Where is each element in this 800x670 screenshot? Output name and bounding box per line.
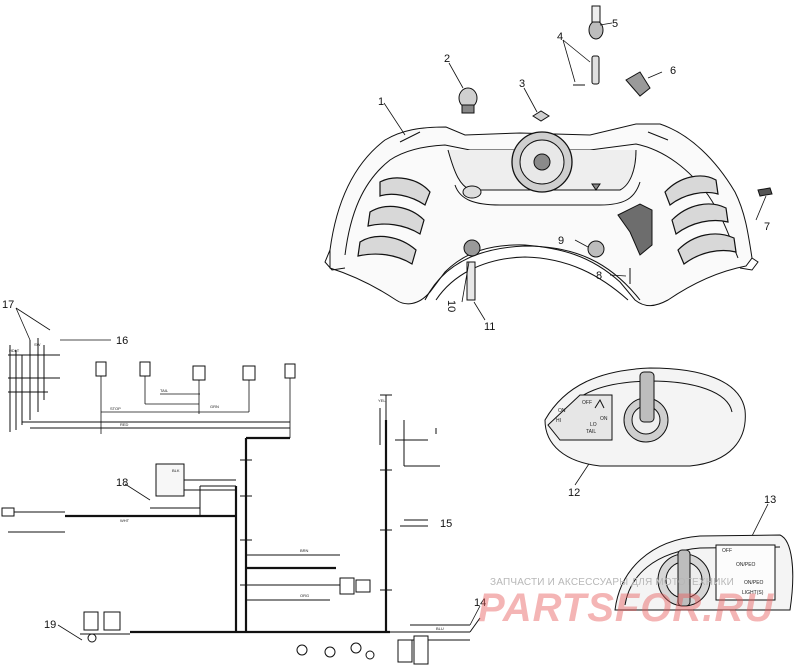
callout-16: 16 <box>116 335 128 347</box>
label13-on-peo: ON/PEO <box>736 562 756 568</box>
tag-brn: BRN <box>300 548 309 553</box>
tag-stop: STOP <box>110 406 121 411</box>
callout-7: 7 <box>764 221 770 233</box>
loose-parts <box>458 5 773 301</box>
label-on-2: ON <box>600 416 608 422</box>
callout-14: 14 <box>474 597 486 609</box>
leader-lines <box>15 22 769 641</box>
callout-12: 12 <box>568 487 580 499</box>
label-tail: TAIL <box>586 429 596 435</box>
switch-panel-13 <box>614 534 794 611</box>
watermark-logo: PARTSFOR.RU <box>478 586 775 630</box>
label13-on-peo-2: ON/PEO <box>744 580 764 586</box>
callout-10: 10 <box>445 300 457 312</box>
label13-lights: LIGHT(S) <box>742 590 764 596</box>
tag-yel: YEL <box>378 398 386 403</box>
label13-off: OFF <box>722 548 732 554</box>
tag-sw: SW <box>34 342 41 347</box>
tag-red: RED <box>120 422 129 427</box>
callout-11: 11 <box>484 321 495 333</box>
switch-12-labels: OFF ON HI LO TAIL ON <box>556 400 608 435</box>
callout-2: 2 <box>444 53 450 65</box>
callout-13: 13 <box>764 494 776 506</box>
wiring-harness <box>1 338 481 665</box>
callout-4: 4 <box>557 31 563 43</box>
switch-13-labels: OFF ON/PEO ON/PEO LIGHT(S) <box>722 548 764 596</box>
callout-8: 8 <box>596 270 602 282</box>
wiring-tags: HDLT SW STOP TAIL GRN RED BLK WHT BRN OR… <box>9 342 444 631</box>
tag-tail: TAIL <box>160 388 169 393</box>
callout-3: 3 <box>519 78 525 90</box>
hood-assembly <box>324 123 759 307</box>
callout-19: 19 <box>44 619 56 631</box>
callout-18: 18 <box>116 477 128 489</box>
callout-15: 15 <box>440 518 452 530</box>
tag-blu: BLU <box>436 626 444 631</box>
tag-blk: BLK <box>172 468 180 473</box>
tag-grn: GRN <box>210 404 219 409</box>
switch-panel-12 <box>544 367 746 467</box>
label-hi: HI <box>556 418 561 424</box>
tag-org: ORG <box>300 593 309 598</box>
tag-wht: WHT <box>120 518 130 523</box>
watermark-text: ЗАПЧАСТИ И АКСЕССУАРЫ ДЛЯ МОТОТЕХНИКИ <box>490 577 735 588</box>
label-lo: LO <box>590 422 597 428</box>
tag-hdlt: HDLT <box>9 348 20 353</box>
callout-1: 1 <box>378 96 384 108</box>
label-on: ON <box>558 408 566 414</box>
callout-9: 9 <box>558 235 564 247</box>
label-off: OFF <box>582 400 592 406</box>
callout-5: 5 <box>612 18 618 30</box>
callout-6: 6 <box>670 65 676 77</box>
callouts: 1 2 3 4 5 6 7 8 9 10 11 12 13 14 15 16 1… <box>2 18 776 631</box>
callout-17: 17 <box>2 299 14 311</box>
